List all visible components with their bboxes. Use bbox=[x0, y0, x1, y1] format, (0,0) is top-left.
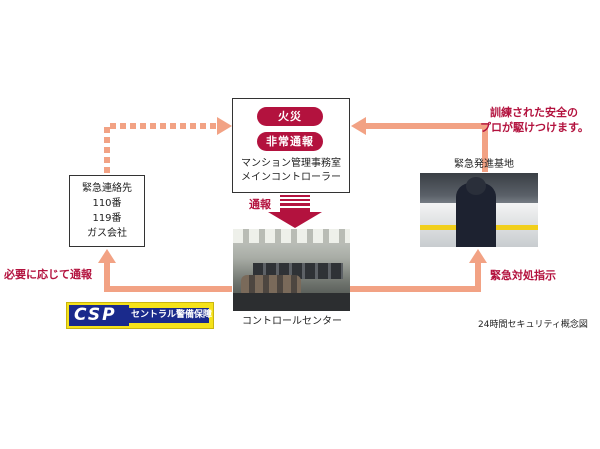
trained-pros-label-1: 訓練された安全の bbox=[490, 106, 578, 119]
arrow-head-to-left bbox=[98, 249, 116, 263]
trained-pros-label-2: プロが駆けつけます。 bbox=[480, 121, 589, 134]
management-office-box: 火災 非常通報 マンション管理事務室 メインコントローラー bbox=[232, 98, 350, 193]
fire-number: 119番 bbox=[92, 213, 122, 224]
main-controller-label: メインコントローラー bbox=[241, 172, 341, 183]
arrow-head-to-center bbox=[351, 117, 366, 135]
emergency-alarm-pill: 非常通報 bbox=[257, 132, 323, 151]
arrow-dispatch-to-center bbox=[365, 123, 488, 172]
control-center-photo bbox=[233, 229, 350, 311]
notify-arrow-stripe-3 bbox=[280, 203, 310, 206]
notify-arrow-stripe-2 bbox=[280, 199, 310, 201]
emergency-response-label: 緊急対処指示 bbox=[490, 269, 556, 282]
arrow-center-to-dispatch bbox=[350, 262, 481, 292]
csp-logo-text: セントラル警備保障 bbox=[131, 310, 213, 320]
operators bbox=[241, 275, 301, 297]
diagram-caption: 24時間セキュリティ概念図 bbox=[478, 320, 588, 330]
dispatch-base-label: 緊急発進基地 bbox=[454, 159, 514, 170]
notify-arrow-head bbox=[268, 212, 322, 228]
csp-logo-mark: CSP bbox=[69, 305, 129, 326]
police-number: 110番 bbox=[92, 198, 122, 209]
dotted-arrow-to-center bbox=[104, 123, 218, 173]
dotted-arrow-head bbox=[217, 117, 232, 135]
arrow-center-to-left bbox=[104, 262, 232, 292]
emergency-contacts-title: 緊急連絡先 bbox=[82, 183, 132, 194]
notify-if-needed-label: 必要に応じて通報 bbox=[4, 268, 92, 281]
emergency-contacts-box: 緊急連絡先 110番 119番 ガス会社 bbox=[69, 175, 145, 247]
notify-arrow-stripe-4 bbox=[280, 208, 310, 212]
csp-logo: CSP セントラル警備保障 bbox=[66, 302, 214, 329]
desk bbox=[233, 293, 350, 311]
fire-pill: 火災 bbox=[257, 107, 323, 126]
notify-arrow-stripe-1 bbox=[280, 195, 310, 197]
gas-company: ガス会社 bbox=[87, 228, 127, 239]
guard-head bbox=[466, 177, 486, 195]
csp-logo-letters: CSP bbox=[74, 305, 117, 325]
management-office-label: マンション管理事務室 bbox=[241, 158, 341, 169]
dispatch-base-photo bbox=[420, 173, 538, 247]
notify-label: 通報 bbox=[249, 198, 271, 211]
control-center-label: コントロールセンター bbox=[242, 316, 342, 327]
arrow-head-to-dispatch bbox=[469, 249, 487, 263]
ceiling-lights bbox=[233, 229, 350, 243]
csp-logo-text-band: セントラル警備保障 bbox=[129, 308, 213, 323]
